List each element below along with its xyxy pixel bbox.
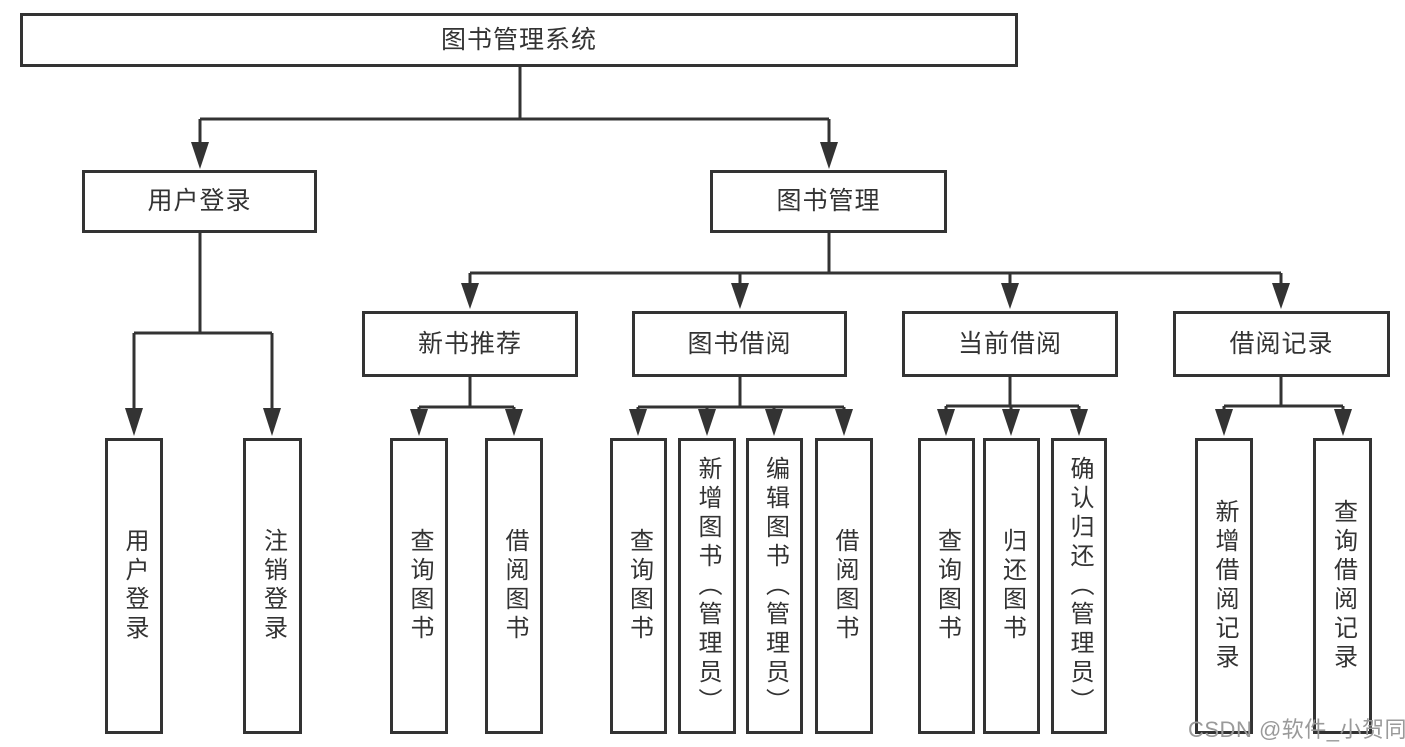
node-current-borrowing: 当前借阅 (902, 311, 1118, 377)
leaf-user-login: 用户登录 (105, 438, 163, 734)
leaf-query-borrow-record: 查询借阅记录 (1313, 438, 1372, 734)
leaf-query-books-recommend: 查询图书 (390, 438, 448, 734)
leaf-borrow-books-recommend: 借阅图书 (485, 438, 543, 734)
leaf-edit-book-admin: 编辑图书（管理员） (746, 438, 803, 734)
node-book-borrowing: 图书借阅 (632, 311, 847, 377)
leaf-add-borrow-record: 新增借阅记录 (1195, 438, 1253, 734)
node-new-book-recommendation: 新书推荐 (362, 311, 578, 377)
leaf-query-books-current: 查询图书 (918, 438, 975, 734)
leaf-confirm-return-admin: 确认归还（管理员） (1051, 438, 1107, 734)
leaf-borrow-books: 借阅图书 (815, 438, 873, 734)
leaf-add-book-admin: 新增图书（管理员） (678, 438, 736, 734)
arrowheads (125, 142, 1352, 436)
node-user-login: 用户登录 (82, 170, 317, 233)
leaf-return-book: 归还图书 (983, 438, 1040, 734)
node-book-management: 图书管理 (710, 170, 947, 233)
leaf-logout: 注销登录 (243, 438, 302, 734)
leaf-query-books-borrow: 查询图书 (610, 438, 667, 734)
node-borrowing-records: 借阅记录 (1173, 311, 1390, 377)
csdn-watermark: CSDN @软件_小贺同学 (1188, 717, 1405, 742)
node-library-management-system: 图书管理系统 (20, 13, 1018, 67)
